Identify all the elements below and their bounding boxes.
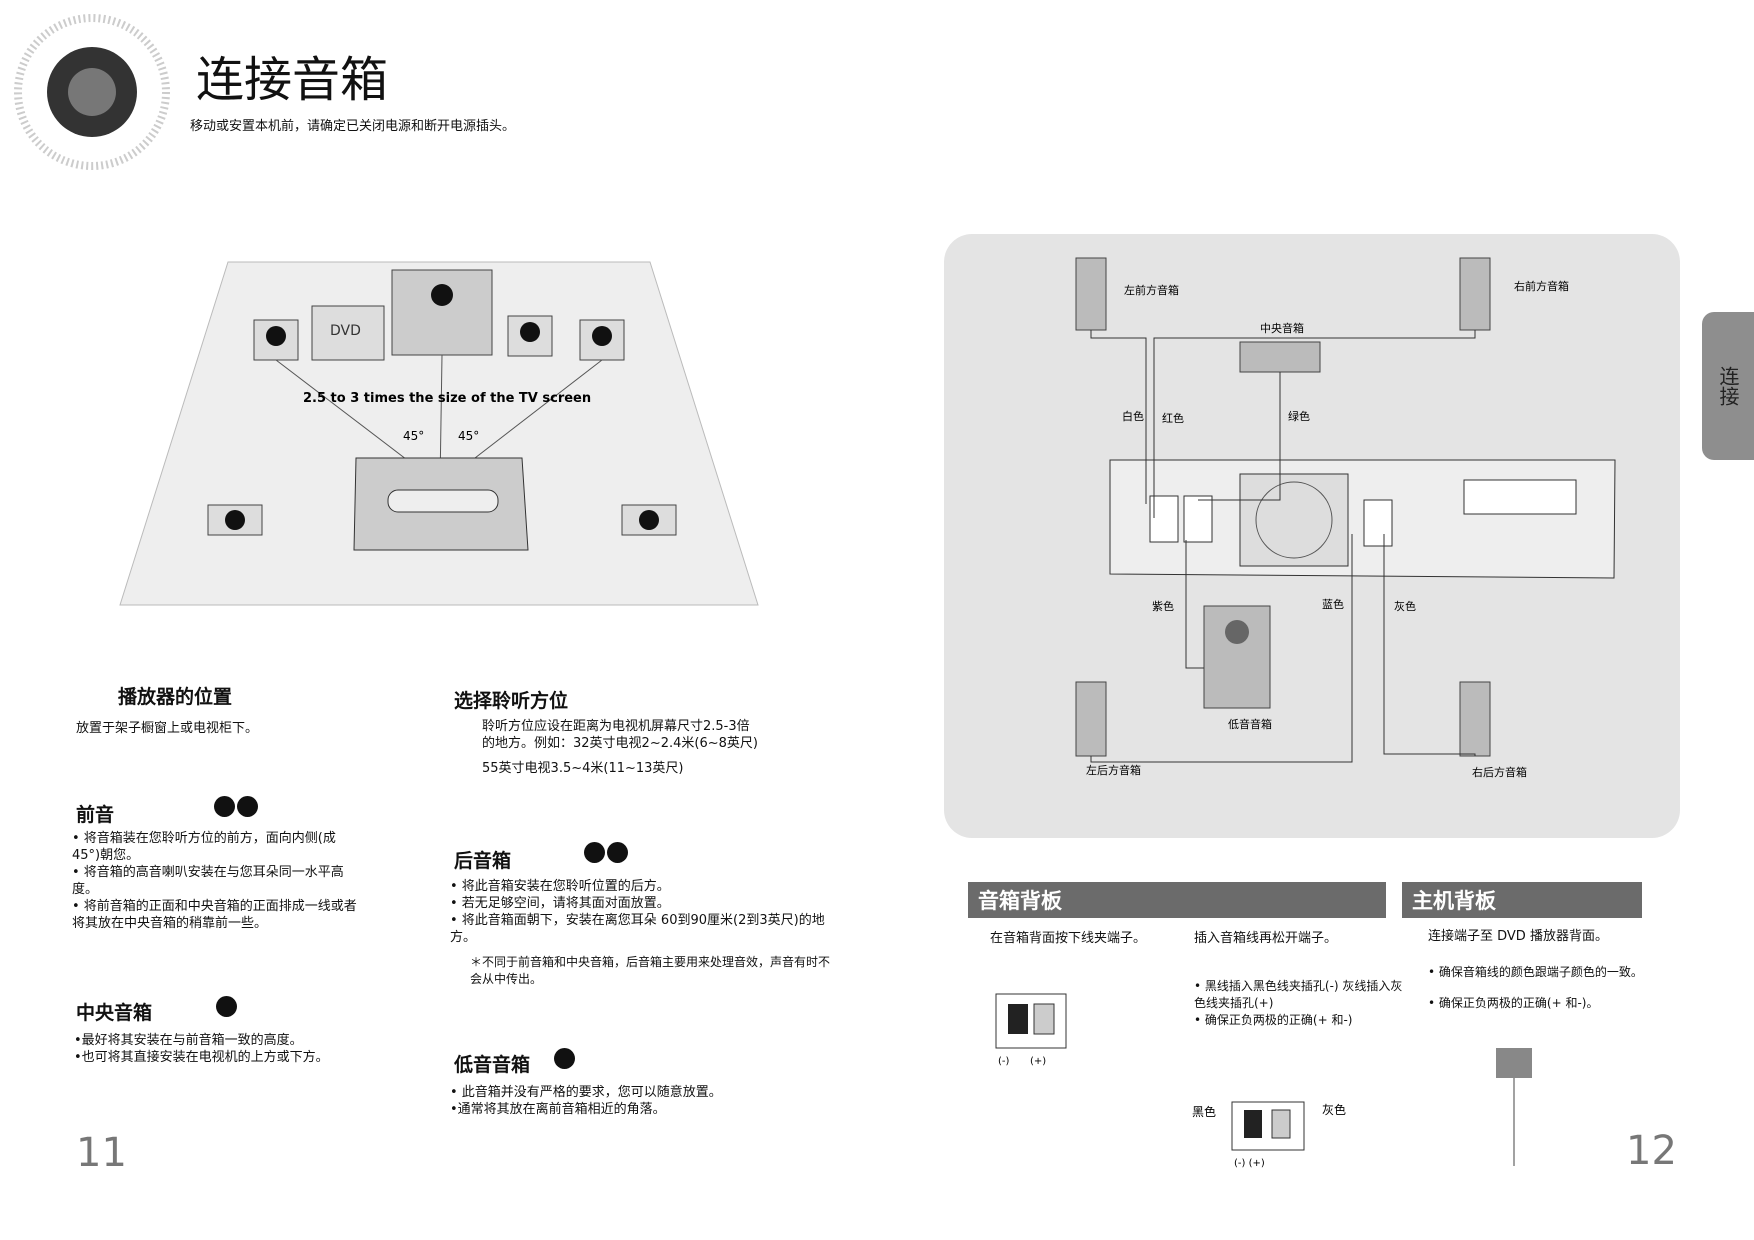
front-dots-icon — [214, 796, 260, 821]
center-dot-icon — [216, 996, 239, 1021]
plus-label: (+) — [1030, 1056, 1046, 1067]
page-subtitle: 移动或安置本机前，请确定已关闭电源和断开电源插头。 — [190, 119, 516, 134]
center-speaker-label: 中央音箱 — [1260, 321, 1304, 335]
angle-right: 45° — [458, 429, 479, 443]
terminal-insert-icon: 黑色 灰色 (-) (+) — [1192, 1101, 1346, 1169]
svg-text:(-) (+): (-) (+) — [1234, 1158, 1265, 1169]
grey-wire-label: 灰色 — [1394, 599, 1416, 613]
front-list: • 将音箱装在您聆听方位的前方，面向内侧(成45°)朝您。• 将音箱的高音喇叭安… — [72, 831, 357, 931]
purple-wire-label: 紫色 — [1152, 599, 1174, 613]
plug-wire-icon — [1496, 1048, 1532, 1166]
speaker-back-panel-bar: 音箱背板 — [968, 882, 1386, 918]
grey-label: 灰色 — [1322, 1103, 1346, 1117]
subwoofer-label: 低音音箱 — [1228, 717, 1272, 731]
terminal-press-icon: (-) (+) — [995, 993, 1067, 1067]
speaker-back-notes: • 黑线插入黑色线夹插孔(-) 灰线插入灰色线夹插孔(+)• 确保正负两极的正确… — [1194, 979, 1403, 1027]
center-heading: 中央音箱 — [76, 1002, 153, 1024]
distance-label: 2.5 to 3 times the size of the TV screen — [303, 391, 591, 406]
red-wire-label: 红色 — [1162, 411, 1184, 425]
room-layout-diagram: DVD 2.5 to 3 times the size of the TV sc… — [119, 261, 759, 606]
front-heading: 前音 — [76, 804, 115, 826]
subwoofer-list: • 此音箱并没有严格的要求，您可以随意放置。•通常将其放在离前音箱相近的角落。 — [450, 1085, 722, 1117]
minus-label: (-) — [998, 1056, 1010, 1067]
angle-left: 45° — [403, 429, 424, 443]
side-tab-connect[interactable]: 连接 — [1702, 312, 1754, 460]
rear-dots-icon — [584, 842, 630, 867]
speaker-back-caption-2: 插入音箱线再松开端子。 — [1194, 931, 1338, 946]
speaker-logo-icon — [14, 14, 170, 170]
rear-heading: 后音箱 — [454, 850, 512, 872]
listening-position-example: 55英寸电视3.5~4米(11~13英尺) — [482, 761, 684, 776]
green-wire-label: 绿色 — [1288, 409, 1310, 423]
subwoofer-heading: 低音音箱 — [454, 1054, 531, 1076]
page-number-right: 12 — [1626, 1128, 1677, 1174]
front-right-label: 右前方音箱 — [1514, 279, 1569, 293]
player-position-text: 放置于架子橱窗上或电视柜下。 — [76, 721, 259, 736]
blue-wire-label: 蓝色 — [1322, 597, 1344, 611]
listening-position-heading: 选择聆听方位 — [454, 690, 569, 712]
black-label: 黑色 — [1192, 1105, 1216, 1119]
front-left-label: 左前方音箱 — [1124, 283, 1179, 297]
listening-position-text: 聆听方位应设在距离为电视机屏幕尺寸2.5-3倍的地方。例如：32英寸电视2~2.… — [482, 719, 758, 751]
center-list: •最好将其安装在与前音箱一致的高度。•也可将其直接安装在电视机的上方或下方。 — [74, 1033, 329, 1065]
rear-note: ＊不同于前音箱和中央音箱，后音箱主要用来处理音效，声音有时不会从中传出。 — [470, 955, 831, 986]
rear-right-label: 右后方音箱 — [1472, 765, 1527, 779]
page-number-left: 11 — [76, 1130, 127, 1176]
dvd-label: DVD — [330, 323, 361, 339]
white-wire-label: 白色 — [1122, 409, 1144, 423]
main-back-panel-bar: 主机背板 — [1402, 882, 1642, 918]
player-position-heading: 播放器的位置 — [118, 686, 233, 708]
subwoofer-dot-icon — [554, 1048, 577, 1073]
rear-list: • 将此音箱安装在您聆听位置的后方。• 若无足够空间，请将其面对面放置。• 将此… — [450, 879, 825, 945]
main-back-notes: • 确保音箱线的颜色跟端子颜色的一致。• 确保正负两极的正确(+ 和-)。 — [1428, 965, 1643, 1010]
speaker-back-caption-1: 在音箱背面按下线夹端子。 — [990, 931, 1147, 946]
page-title: 连接音箱 — [196, 52, 389, 108]
rear-left-label: 左后方音箱 — [1086, 763, 1141, 777]
main-back-caption: 连接端子至 DVD 播放器背面。 — [1428, 929, 1608, 944]
